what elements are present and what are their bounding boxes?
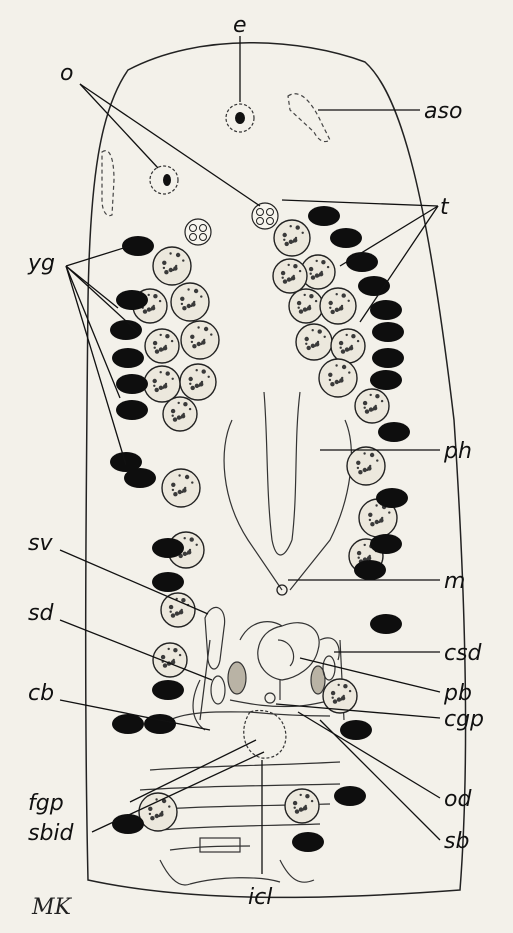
yolk-gland xyxy=(152,538,184,558)
ovary-left xyxy=(185,219,211,245)
testis-follicle xyxy=(144,366,180,402)
testis-follicle xyxy=(180,364,216,400)
testis-follicle xyxy=(145,329,179,363)
label-yg: yg xyxy=(27,251,55,276)
yolk-gland xyxy=(372,322,404,342)
signature-mk: MK xyxy=(31,895,73,920)
testis-follicle xyxy=(273,259,307,293)
testis-follicle xyxy=(163,397,197,431)
yolk-gland xyxy=(334,786,366,806)
testis-follicle xyxy=(347,447,385,485)
eye-median xyxy=(226,104,254,132)
label-sd: sd xyxy=(28,601,54,626)
yolk-gland xyxy=(152,572,184,592)
eye-left xyxy=(150,166,178,194)
testis-follicle xyxy=(153,643,187,677)
anterior-sense-organ-right xyxy=(288,94,330,142)
label-pb: pb xyxy=(443,681,472,706)
label-sbid: sbid xyxy=(28,821,75,846)
label-od: od xyxy=(444,787,472,812)
testis-follicle xyxy=(355,389,389,423)
ovary-right xyxy=(252,203,278,229)
yolk-gland xyxy=(116,374,148,394)
label-o: o xyxy=(60,61,73,86)
yolk-gland xyxy=(112,348,144,368)
label-fgp: fgp xyxy=(28,791,64,816)
yolk-gland xyxy=(370,300,402,320)
yolk-gland xyxy=(112,714,144,734)
pharynx xyxy=(224,392,351,590)
testis-follicle xyxy=(319,359,357,397)
yolk-gland xyxy=(370,370,402,390)
yolk-gland xyxy=(122,236,154,256)
yolk-gland xyxy=(152,680,184,700)
yolk-gland xyxy=(308,206,340,226)
testis-follicle xyxy=(296,324,332,360)
yolk-gland xyxy=(378,422,410,442)
testis-follicle xyxy=(320,288,356,324)
yolk-gland xyxy=(370,534,402,554)
yolk-gland xyxy=(330,228,362,248)
label-csd: csd xyxy=(444,641,483,666)
yolk-gland xyxy=(144,714,176,734)
anterior-sense-organ-left xyxy=(102,151,114,216)
yolk-gland xyxy=(116,400,148,420)
testis-follicle xyxy=(274,220,310,256)
yolk-gland xyxy=(358,276,390,296)
yolk-gland xyxy=(376,488,408,508)
label-e: e xyxy=(233,13,247,38)
label-cgp: cgp xyxy=(444,707,484,732)
testis-follicle xyxy=(181,321,219,359)
testis-follicle xyxy=(171,283,209,321)
yolk-gland xyxy=(354,560,386,580)
testis-follicle xyxy=(285,789,319,823)
testis-follicle xyxy=(161,593,195,627)
label-t: t xyxy=(440,195,450,220)
label-ph: ph xyxy=(443,439,472,464)
yolk-gland xyxy=(112,814,144,834)
label-icl: icl xyxy=(248,885,272,910)
label-sv: sv xyxy=(28,531,53,556)
yolk-gland xyxy=(372,348,404,368)
testis-follicle xyxy=(331,329,365,363)
yolk-gland xyxy=(370,614,402,634)
label-m: m xyxy=(444,569,465,594)
testis-follicle xyxy=(139,793,177,831)
testis-follicle xyxy=(289,289,323,323)
label-aso: aso xyxy=(424,99,462,124)
yolk-gland xyxy=(116,290,148,310)
yolk-gland xyxy=(110,320,142,340)
yolk-gland xyxy=(346,252,378,272)
yolk-gland xyxy=(340,720,372,740)
testis-follicle xyxy=(162,469,200,507)
yolk-gland xyxy=(292,832,324,852)
label-sb: sb xyxy=(444,829,469,854)
yolk-gland xyxy=(124,468,156,488)
label-cb: cb xyxy=(28,681,54,706)
testis-follicle xyxy=(153,247,191,285)
